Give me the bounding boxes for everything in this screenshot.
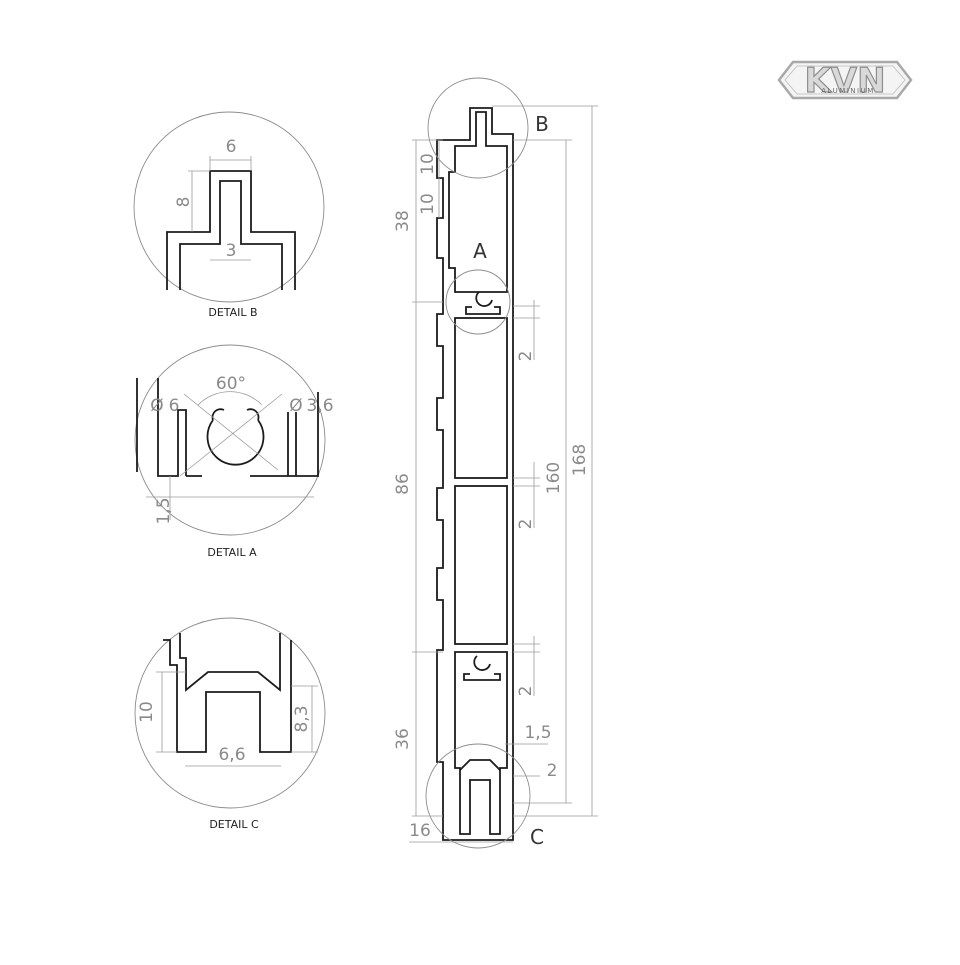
- detail-b-dim-8: 8: [174, 197, 194, 208]
- screw-port-a: [465, 291, 501, 315]
- detail-a-right-wall: [262, 392, 319, 477]
- detail-b-marker: [427, 77, 529, 179]
- detail-b-outer: [166, 170, 296, 290]
- detail-b-circle: [133, 111, 325, 303]
- kvn-logo: KVN ALUMINIUM: [777, 60, 913, 102]
- detail-c-outer: [163, 639, 292, 753]
- detail-a-circle: [134, 344, 326, 536]
- dim-2-lower: 2: [516, 686, 536, 697]
- detail-b-caption: DETAIL B: [208, 306, 257, 319]
- logo-subtitle: ALUMINIUM: [821, 87, 875, 95]
- screw-port-lower: [463, 655, 501, 681]
- logo-brand: KVN: [804, 61, 885, 101]
- detail-b: 6 8 3 DETAIL B: [133, 111, 325, 319]
- dim-160: 160: [544, 462, 564, 494]
- dim-2-middle: 2: [516, 519, 536, 530]
- angle-arc: [197, 391, 263, 406]
- label-a: A: [473, 239, 487, 263]
- chamber-1: [454, 317, 508, 479]
- detail-a-left-wall: [136, 378, 187, 477]
- dim-38: 38: [393, 210, 413, 232]
- dim-10-second: 10: [418, 193, 438, 215]
- detail-c: 10 8,3 6,6 DETAIL C: [134, 617, 326, 831]
- chamber-2: [454, 485, 508, 645]
- detail-b-dim-6: 6: [226, 137, 237, 157]
- dim-2-upper: 2: [516, 351, 536, 362]
- detail-a: 60° Ø 6 Ø 3,6 1,5 DETAIL A: [134, 344, 334, 559]
- dim-168: 168: [570, 444, 590, 476]
- detail-a-dim-60: 60°: [216, 374, 246, 394]
- detail-b-inner: [179, 180, 283, 290]
- label-c: C: [530, 825, 544, 849]
- label-b: B: [535, 112, 549, 136]
- dim-1-5: 1,5: [524, 723, 551, 743]
- lower-chamber: [454, 651, 508, 835]
- diameter-symbol-3-6: Ø: [289, 396, 302, 416]
- dim-10-top: 10: [418, 153, 438, 175]
- main-profile: 10 10 38 86 36 16 2 2 2 160 168 1,5 2 A …: [393, 77, 598, 849]
- detail-c-inner: [179, 633, 281, 692]
- dim-36: 36: [393, 728, 413, 750]
- detail-c-caption: DETAIL C: [209, 818, 259, 831]
- profile-inner-wall: [448, 111, 508, 293]
- detail-c-dim-8-3: 8,3: [292, 705, 312, 732]
- detail-a-dim-1-5: 1,5: [154, 497, 174, 524]
- detail-c-marker: [425, 743, 531, 849]
- detail-c-circle: [134, 617, 326, 809]
- detail-a-dim-6: 6: [169, 396, 180, 416]
- detail-a-caption: DETAIL A: [207, 546, 257, 559]
- detail-a-screw-port: [186, 408, 265, 477]
- dim-16: 16: [409, 821, 431, 841]
- main-dimension-lines: [409, 105, 598, 843]
- dim-86: 86: [393, 473, 413, 495]
- detail-c-dim-10: 10: [137, 701, 157, 723]
- c-groove-lip: [459, 759, 501, 771]
- diameter-symbol-6: Ø: [150, 396, 163, 416]
- detail-a-dim-3-6: 3,6: [306, 396, 333, 416]
- dim-2-bottom: 2: [547, 761, 558, 781]
- detail-a-marker: [445, 269, 511, 335]
- detail-b-dim-3: 3: [226, 241, 237, 261]
- detail-c-dim-6-6: 6,6: [218, 745, 245, 765]
